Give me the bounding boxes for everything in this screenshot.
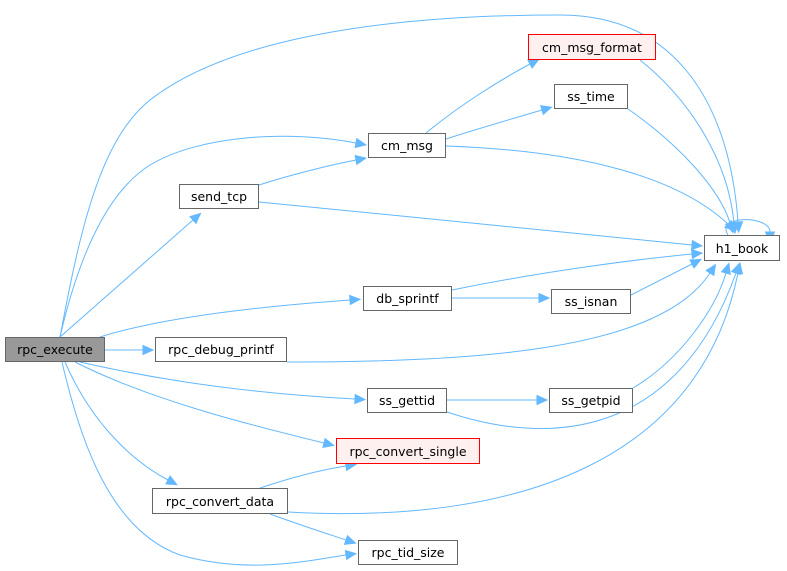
edge-rpc-execute-to-send-tcp [59, 212, 202, 338]
edge-line [286, 272, 711, 363]
edge-arrowhead [732, 262, 744, 275]
edge-line [445, 145, 729, 225]
edge-line [258, 159, 357, 186]
edge-db-sprintf-to-ss-isnan [452, 292, 551, 304]
node-cm-msg[interactable]: cm_msg [368, 133, 446, 158]
edge-arrowhead [322, 437, 335, 449]
node-rpc-execute: rpc_execute [5, 337, 105, 362]
edge-arrowhead [691, 239, 704, 251]
edge-line [258, 201, 693, 246]
edge-cm-msg-to-h1-book [445, 145, 737, 232]
edge-rpc-execute-to-rpc-debug-printf [105, 344, 155, 356]
node-h1-book[interactable]: h1_book [704, 235, 780, 261]
edge-rpc-convert-data-to-h1-book [287, 262, 744, 515]
edge-line [59, 14, 739, 338]
node-ss-gettid[interactable]: ss_gettid [367, 388, 447, 413]
edge-arrowhead [189, 212, 202, 225]
edge-line [59, 135, 357, 338]
edge-arrowhead [354, 137, 368, 149]
edge-arrowhead [344, 549, 358, 561]
edge-line [59, 219, 194, 338]
node-cm-msg-format[interactable]: cm_msg_format [528, 34, 656, 60]
edge-rpc-execute-to-ss-gettid [79, 361, 367, 405]
edge-cm-msg-to-ss-time [445, 105, 553, 140]
edge-arrowhead [527, 58, 540, 69]
edge-line [425, 63, 531, 134]
edge-arrowhead [142, 344, 155, 356]
node-ss-isnan[interactable]: ss_isnan [551, 289, 631, 314]
edge-ss-isnan-to-h1-book [630, 258, 703, 296]
edge-rpc-debug-printf-to-h1-book [286, 263, 717, 363]
edge-rpc-execute-to-rpc-tid-size [61, 361, 358, 566]
edge-arrowhead [354, 154, 368, 166]
node-ss-getpid[interactable]: ss_getpid [549, 388, 633, 413]
edge-line [259, 465, 347, 489]
edge-ss-getpid-to-h1-book [632, 262, 731, 389]
edge-line [61, 361, 347, 566]
edge-line [269, 513, 347, 541]
node-rpc-convert-data[interactable]: rpc_convert_data [152, 488, 288, 514]
edge-line [74, 361, 325, 444]
node-rpc-tid-size[interactable]: rpc_tid_size [358, 540, 458, 565]
edge-line [64, 361, 169, 481]
edge-line [445, 109, 543, 140]
edge-arrowhead [536, 394, 549, 406]
edge-line [451, 253, 693, 291]
node-ss-time[interactable]: ss_time [554, 84, 628, 109]
edge-send-tcp-to-h1-book [258, 201, 704, 251]
edge-arrowhead [349, 294, 362, 306]
edge-arrowhead [538, 292, 551, 304]
node-send-tcp[interactable]: send_tcp [179, 184, 259, 209]
edge-arrowhead [705, 263, 717, 277]
edge-rpc-convert-data-to-rpc-tid-size [269, 513, 357, 545]
edge-rpc-execute-to-cm-msg [59, 135, 368, 338]
edge-cm-msg-to-cm-msg-format [425, 58, 540, 134]
edge-line [627, 108, 731, 224]
edge-arrowhead [354, 393, 367, 405]
node-rpc-convert-single[interactable]: rpc_convert_single [336, 438, 480, 464]
edge-line [287, 272, 739, 515]
edge-ss-gettid-to-ss-getpid [447, 394, 549, 406]
edge-line [446, 272, 737, 430]
edge-rpc-execute-to-rpc-convert-data [64, 361, 178, 486]
edge-line [630, 263, 693, 296]
edge-arrowhead [720, 262, 731, 275]
edge-line [99, 299, 351, 338]
edge-arrowhead [690, 248, 704, 260]
edge-rpc-convert-data-to-rpc-convert-single [259, 460, 358, 489]
edge-line [79, 361, 356, 400]
edge-rpc-execute-to-db-sprintf [99, 294, 362, 338]
edge-db-sprintf-to-h1-book [451, 248, 704, 291]
edge-line [639, 59, 735, 224]
node-db-sprintf[interactable]: db_sprintf [363, 286, 452, 311]
edge-arrowhead [540, 105, 553, 116]
edge-arrowhead [165, 475, 178, 486]
edge-line [725, 219, 771, 236]
edge-line [632, 272, 727, 389]
edge-send-tcp-to-cm-msg [258, 154, 368, 186]
edge-rpc-execute-to-rpc-convert-single [74, 361, 335, 449]
edge-arrowhead [343, 534, 357, 545]
edge-arrowhead [689, 258, 703, 269]
node-rpc-debug-printf[interactable]: rpc_debug_printf [155, 337, 287, 362]
